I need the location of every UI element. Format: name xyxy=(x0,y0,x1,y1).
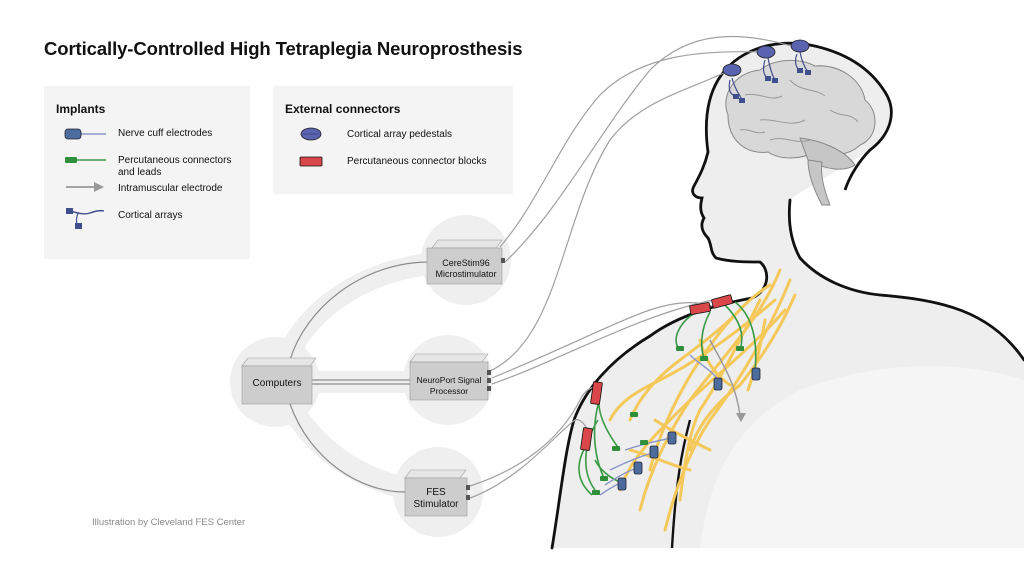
computers-label: Computers xyxy=(252,378,302,389)
legend-label-cortical-arrays: Cortical arrays xyxy=(118,210,183,221)
illustration-credit: Illustration by Cleveland FES Center xyxy=(92,517,246,528)
device-boxes xyxy=(241,239,505,517)
green-connectors xyxy=(592,346,744,495)
cerestim-label: CereStim96 Microstimulator xyxy=(435,258,497,279)
legend-label-connector-blocks: Percutaneous connector blocks xyxy=(347,156,487,167)
pedestal-icon xyxy=(300,127,322,141)
diagram-title: Cortically-Controlled High Tetraplegia N… xyxy=(44,38,523,59)
cortical-arrays xyxy=(722,39,811,103)
external-connectors-legend: External connectors Cortical array pedes… xyxy=(273,86,513,194)
arm-outline xyxy=(670,419,692,549)
nerve-cuffs xyxy=(617,367,761,491)
body-outline xyxy=(550,41,1024,550)
legend-label-nerve-cuff: Nerve cuff electrodes xyxy=(118,128,213,139)
legend-label-intramuscular: Intramuscular electrode xyxy=(118,183,223,194)
neuroport-label: NeuroPort Signal Processor xyxy=(416,375,482,396)
connector-blocks xyxy=(580,294,734,451)
legend-label-pedestals: Cortical array pedestals xyxy=(347,129,453,140)
brain xyxy=(725,60,876,206)
legend-label-percutaneous: Percutaneous connectors and leads xyxy=(118,155,232,178)
nerves xyxy=(608,268,797,532)
implants-legend: Implants Nerve cuff electrodes Percutane… xyxy=(44,86,250,259)
arrow-icon xyxy=(66,182,104,192)
shoulder-shade xyxy=(700,366,1024,548)
connector-block-icon xyxy=(299,156,323,167)
nerve-cuff-icon xyxy=(64,128,106,140)
back-outline xyxy=(843,91,893,191)
percutaneous-connector-icon xyxy=(65,157,106,163)
external-cables xyxy=(469,35,799,499)
implants-heading: Implants xyxy=(56,102,106,116)
cortical-array-icon xyxy=(66,208,105,229)
intramuscular-electrode xyxy=(709,339,746,422)
fes-stimulator-label: FES Stimulator xyxy=(413,487,459,510)
external-heading: External connectors xyxy=(285,102,401,116)
computer-cables xyxy=(289,261,431,493)
